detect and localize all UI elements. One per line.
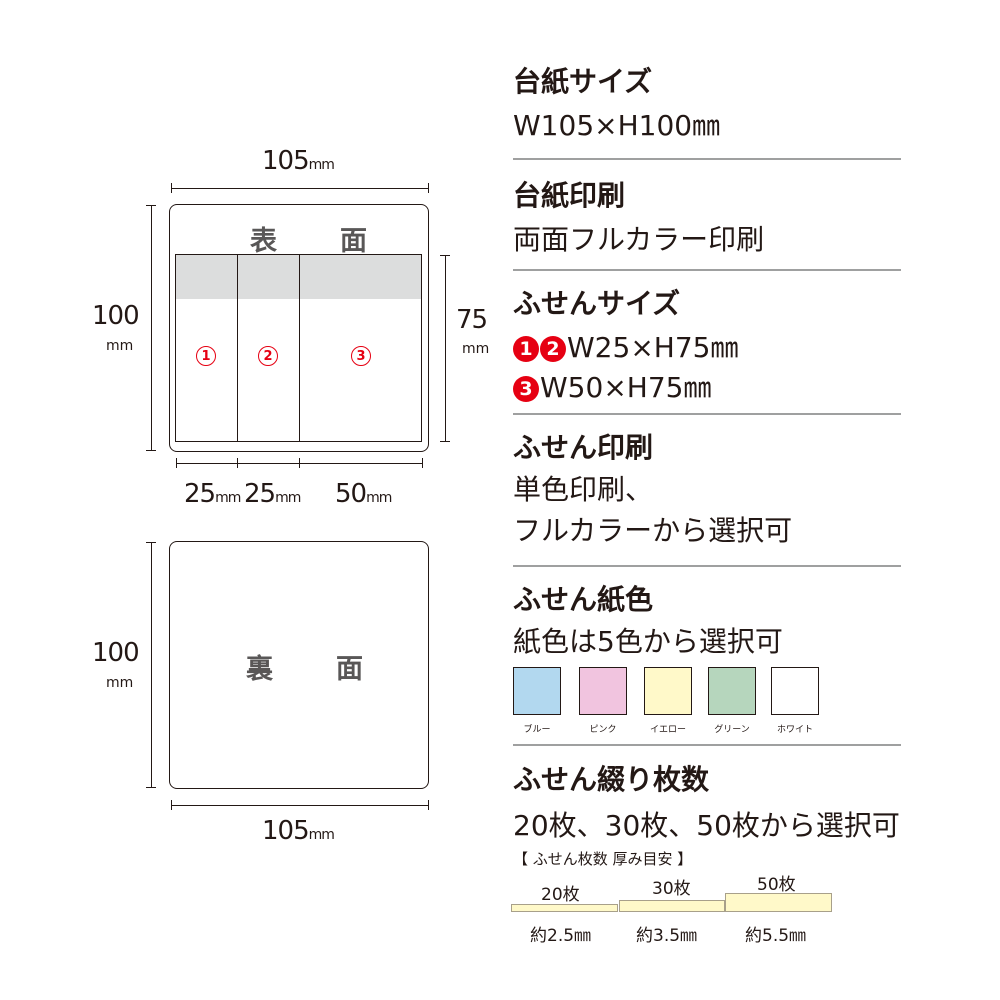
sticky-pad-area: 1 2 3 [175,254,422,442]
sticky-sheets-heading: ふせん綴り枚数 [513,763,710,796]
thickness-guide-heading: 【 ふせん枚数 厚み目安 】 [513,850,693,868]
board-print-heading: 台紙印刷 [513,179,626,212]
board-size-value: W105×H100㎜ [513,109,721,142]
column-width-tick-3 [299,458,300,468]
back-height-dimension-line [151,542,152,787]
front-card: 表 面 1 2 3 [169,204,429,452]
swatch-yellow-label: イエロー [650,725,686,735]
front-card-title: 表 面 [250,226,385,257]
sticky-color-value: 紙色は5色から選択可 [513,625,783,658]
swatch-pink-label: ピンク [589,725,617,735]
back-height-tick-top [146,542,156,543]
stack-20-thickness: 約2.5㎜ [530,926,592,946]
sticky-print-heading: ふせん印刷 [513,431,654,464]
column-1-width-value: 25 [184,479,216,509]
back-width-label: 105mm [262,816,335,846]
sticky-print-line-1: 単色印刷、 [513,473,654,506]
sticky-column-2 [237,255,299,441]
sticky-height-label: 75 [456,305,488,335]
front-width-tick-left [171,183,172,193]
stack-50-pad [725,893,832,912]
sticky-sheets-value: 20枚、30枚、50枚から選択可 [513,809,900,842]
front-width-value: 105 [262,146,310,176]
column-width-tick-1 [176,458,177,468]
sticky-number-3-badge: 3 [513,376,539,402]
front-height-tick-top [146,205,156,206]
sticky-column-3 [299,255,423,441]
sticky-adhesive-strip [176,255,421,299]
back-height-unit: mm [106,675,134,691]
sticky-print-line-2: フルカラーから選択可 [513,514,793,547]
back-height-tick-bottom [146,787,156,788]
divider-3 [513,413,901,415]
stack-30-pad [619,900,725,912]
swatch-green [708,667,756,715]
sticky-column-3-number: 3 [351,346,371,366]
sticky-column-1-number: 1 [196,346,216,366]
swatch-pink [579,667,627,715]
back-width-tick-right [428,800,429,810]
sticky-height-unit: mm [462,341,490,357]
front-height-value: 100 [92,301,140,331]
back-width-tick-left [171,800,172,810]
back-card: 裏 面 [169,541,429,789]
stack-50-thickness: 約5.5㎜ [745,926,807,946]
front-width-dimension-line [171,188,429,189]
sticky-size-line-1-text: W25×H75㎜ [567,331,739,364]
swatch-blue-label: ブルー [523,725,551,735]
stack-50-count: 50枚 [757,875,796,895]
sticky-size-line-2-text: W50×H75㎜ [540,371,712,404]
front-width-tick-right [428,183,429,193]
back-width-unit: mm [308,827,335,843]
column-width-tick-2 [237,458,238,468]
column-3-width-label: 50mm [335,479,392,509]
stack-20-pad [511,904,618,912]
front-width-unit: mm [308,157,335,173]
front-height-label: 100 [92,301,140,331]
divider-5 [513,744,901,746]
swatch-white [771,667,819,715]
swatch-yellow [644,667,692,715]
sticky-height-tick-bottom [440,441,450,442]
sticky-color-heading: ふせん紙色 [513,583,654,616]
front-width-label: 105mm [262,146,335,176]
front-height-dimension-line [151,205,152,450]
sticky-size-heading: ふせんサイズ [513,287,681,320]
column-width-tick-4 [422,458,423,468]
front-height-unit: mm [106,338,134,354]
divider-4 [513,565,901,567]
back-width-dimension-line [171,805,429,806]
swatch-green-label: グリーン [714,725,750,735]
swatch-blue [513,667,561,715]
column-1-width-label: 25mm [184,479,241,509]
stack-30-thickness: 約3.5㎜ [636,926,698,946]
board-size-heading: 台紙サイズ [513,65,653,98]
column-3-width-unit: mm [366,490,392,506]
sticky-number-1-badge: 1 [513,336,539,362]
column-2-width-unit: mm [275,490,301,506]
divider-2 [513,269,901,271]
back-height-label: 100 [92,638,140,668]
stack-20-count: 20枚 [541,885,580,905]
sticky-height-dimension-line [445,255,446,441]
divider-1 [513,158,901,160]
sticky-height-tick-top [440,255,450,256]
board-print-value: 両面フルカラー印刷 [513,223,765,256]
stack-30-count: 30枚 [652,879,691,899]
back-width-value: 105 [262,816,310,846]
front-height-tick-bottom [146,450,156,451]
column-2-width-label: 25mm [244,479,301,509]
swatch-white-label: ホワイト [776,725,813,735]
back-card-title: 裏 面 [246,654,381,685]
column-3-width-value: 50 [335,479,367,509]
sticky-number-2-badge: 2 [540,336,566,362]
column-2-width-value: 25 [244,479,276,509]
back-height-value: 100 [92,638,140,668]
column-1-width-unit: mm [215,490,241,506]
sticky-height-value: 75 [456,305,488,335]
sticky-column-2-number: 2 [258,346,278,366]
